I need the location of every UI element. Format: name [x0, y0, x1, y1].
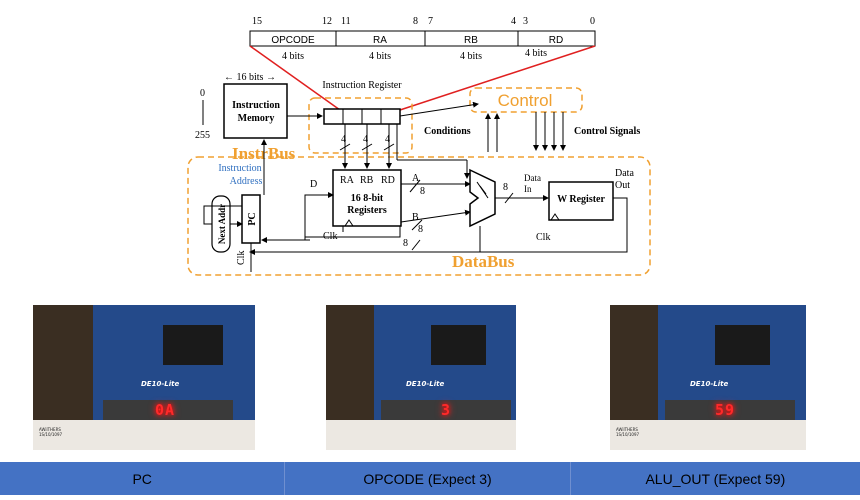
control-box [469, 87, 583, 113]
pc-clk-label: Clk [236, 251, 247, 265]
instruction-format: 15 12 11 8 7 4 3 0 OPCODE RA RB RD 4 bit… [249, 16, 596, 62]
rd-bits: 4 [385, 134, 390, 145]
registers-label-1: 16 8-bit [351, 193, 384, 204]
data-in-label-1: Data [524, 173, 541, 183]
ra-bits: 4 [341, 134, 346, 145]
field-rb-width: 4 bits [460, 51, 482, 62]
instruction-address-label-1: Instruction [218, 163, 261, 174]
ra-label: RA [340, 175, 355, 186]
instruction-address-label-2: Address [230, 176, 263, 187]
next-addr-label: Next Addr [217, 204, 227, 244]
instrbus-region [308, 97, 413, 154]
photo-opcode: DE10-Lite 3 [326, 305, 516, 450]
seg-display-opcode: 3 [441, 401, 452, 419]
seg-display-alu-out: 59 [715, 401, 736, 419]
data-out-label-2: Out [615, 180, 630, 191]
field-ra: RA [373, 35, 387, 46]
bit-label-0: 0 [590, 16, 595, 27]
databus-label: DataBus [452, 252, 515, 271]
field-rb: RB [464, 35, 478, 46]
caption-alu-out: ALU_OUT (Expect 59) [645, 470, 786, 487]
board-label-2: DE10-Lite [406, 380, 445, 388]
field-opcode: OPCODE [271, 35, 315, 46]
w-clk-label: Clk [536, 232, 550, 243]
control-signals-label: Control Signals [574, 126, 640, 137]
highlight-line-right [399, 45, 596, 111]
bit-label-15: 15 [252, 16, 262, 27]
caption-pc: PC [0, 462, 286, 495]
registers-label-2: Registers [347, 205, 387, 216]
rb-bits: 4 [363, 134, 368, 145]
a-label: A [412, 173, 420, 184]
field-ra-width: 4 bits [369, 51, 391, 62]
a-width: 8 [420, 186, 425, 197]
bit-label-4: 4 [511, 16, 516, 27]
bit-label-8: 8 [413, 16, 418, 27]
bit-label-12: 12 [322, 16, 332, 27]
data-in-label-2: In [524, 184, 532, 194]
bit-label-11: 11 [341, 16, 351, 27]
address-bottom: 255 [195, 130, 210, 141]
field-rd: RD [549, 35, 563, 46]
b-label: B [412, 212, 419, 223]
address-top: 0 [200, 88, 205, 99]
field-rd-width: 4 bits [525, 48, 547, 59]
caption-bar: PC OPCODE (Expect 3) ALU_OUT (Expect 59) [0, 462, 860, 495]
seg-display-pc: 0A [155, 401, 176, 419]
control-label: Control [498, 91, 553, 110]
instruction-register-label: Instruction Register [322, 80, 402, 91]
board-label-3: DE10-Lite [690, 380, 729, 388]
alu [469, 168, 496, 228]
field-opcode-width: 4 bits [282, 51, 304, 62]
datapath-diagram: 15 12 11 8 7 4 3 0 OPCODE RA RB RD 4 bit… [187, 16, 651, 276]
rb-label: RB [360, 175, 374, 186]
bit-label-7: 7 [428, 16, 433, 27]
rd-label: RD [381, 175, 395, 186]
bit-label-3: 3 [523, 16, 528, 27]
w-register-label: W Register [557, 194, 605, 205]
instruction-memory [223, 83, 288, 139]
databus-region [187, 156, 651, 276]
b-width: 8 [418, 224, 423, 235]
instruction-memory-label-1: Instruction [232, 100, 280, 111]
alu-out-width: 8 [503, 182, 508, 193]
databus-width: 8 [403, 238, 408, 249]
w-register [548, 181, 614, 221]
width-label: ← 16 bits → [224, 72, 276, 83]
highlight-line-left [249, 45, 341, 111]
instruction-memory-label-2: Memory [238, 113, 275, 124]
pc-label: PC [247, 212, 258, 225]
caption-opcode: OPCODE (Expect 3) [285, 462, 571, 495]
board-label-1: DE10-Lite [141, 380, 180, 388]
data-out-label-1: Data [615, 168, 634, 179]
register-file [332, 169, 402, 227]
d-label: D [310, 179, 317, 190]
conditions-label: Conditions [424, 126, 471, 137]
